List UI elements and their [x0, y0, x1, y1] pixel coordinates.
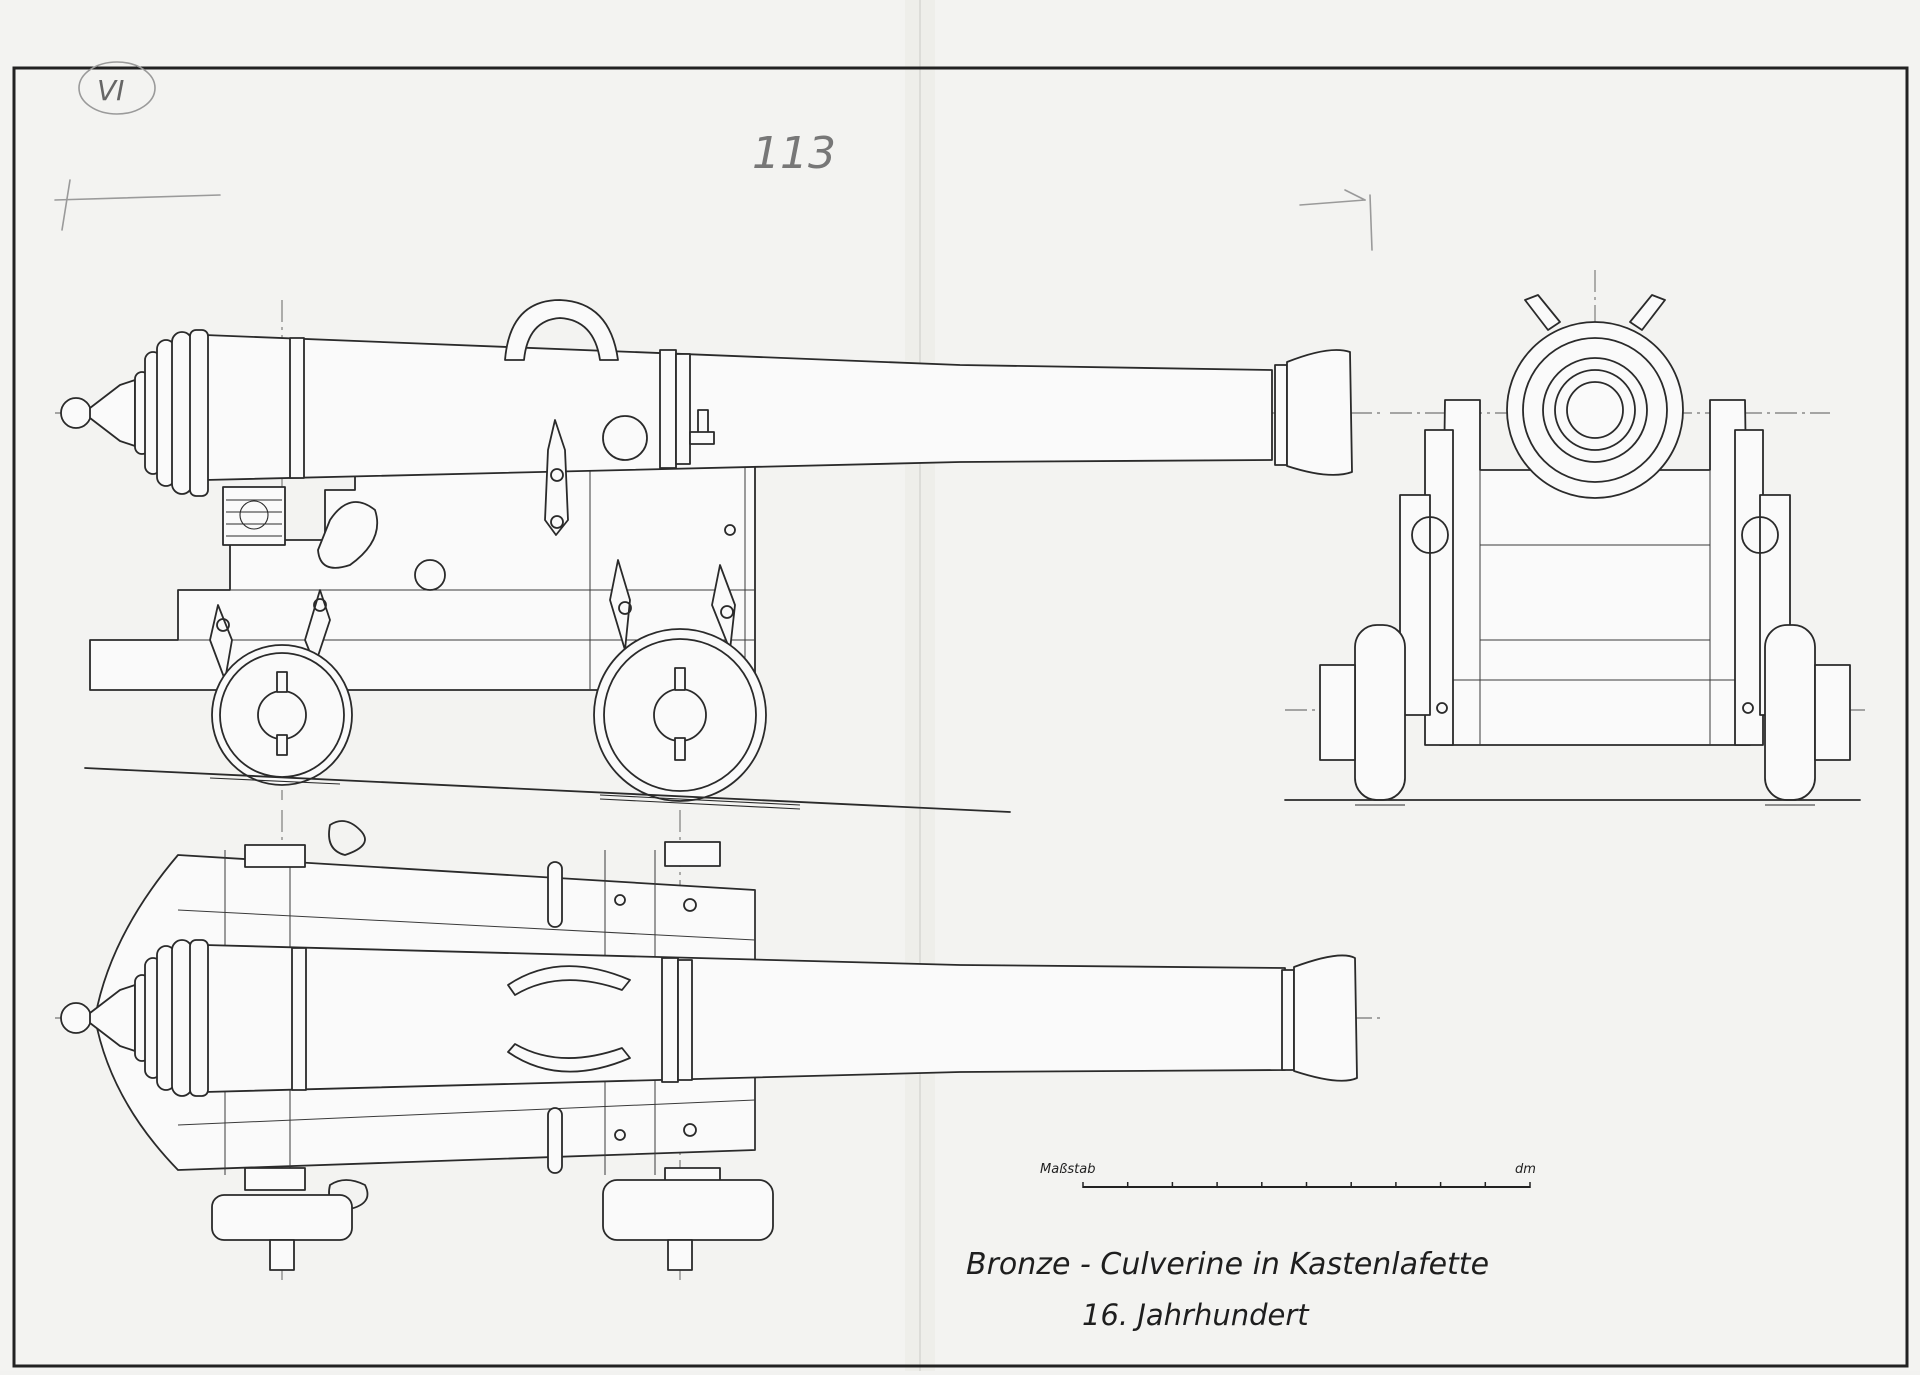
bolt-hole: [414, 559, 446, 591]
front-elevation-view: [1284, 270, 1865, 806]
front-wheel: [593, 628, 767, 802]
front-view-right-wheel: [1764, 624, 1816, 801]
drawing-subtitle: 16. Jahrhundert: [1082, 1298, 1310, 1332]
muzzle: [1274, 349, 1353, 476]
top-cascabel: [60, 939, 209, 1097]
scale-unit: dm: [1515, 1162, 1536, 1177]
top-plan-view: [55, 810, 1385, 1280]
top-dolphin-upper: [507, 965, 631, 996]
page-number-text: 113: [752, 128, 836, 179]
loose-ring: [317, 501, 379, 569]
scale-label: Maßstab: [1040, 1162, 1095, 1177]
circle-mark-text: VI: [97, 74, 124, 107]
plan-rear-wheel: [211, 1194, 353, 1241]
chain-plates: [209, 419, 736, 681]
dolphin-handle: [504, 299, 619, 361]
top-dolphin-lower: [507, 1043, 631, 1073]
title-block: Bronze - Culverine in Kastenlafette 16. …: [966, 1247, 1489, 1332]
front-view-left-wheel: [1354, 624, 1406, 801]
plan-front-wheel: [602, 1179, 774, 1241]
pencil-annotations: VI 113: [54, 61, 1373, 251]
side-elevation-view: [55, 299, 1385, 813]
drawing-title: Bronze - Culverine in Kastenlafette: [966, 1247, 1489, 1282]
drawing-border: [12, 66, 1909, 1368]
cascabel: [60, 329, 209, 497]
scale-bar: Maßstab dm: [1040, 1162, 1536, 1188]
rear-wheel: [211, 644, 353, 786]
quoin-block-hatch: [226, 499, 282, 537]
